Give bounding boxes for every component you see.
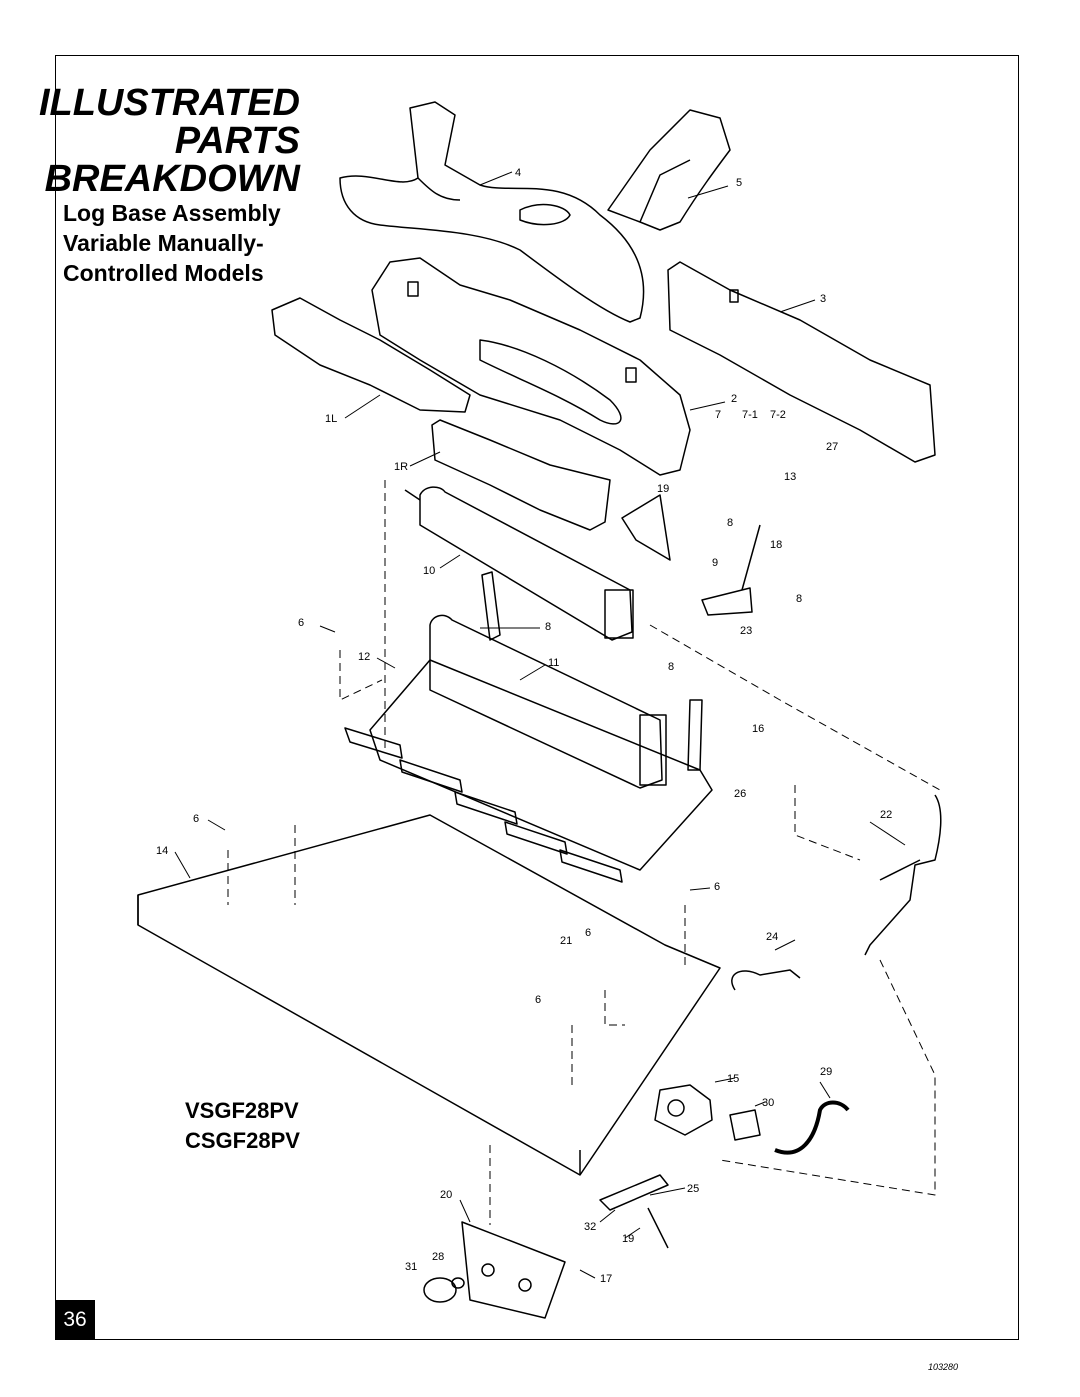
control-bracket-20 <box>461 1221 566 1319</box>
log-3 <box>667 261 936 463</box>
log-1l <box>271 297 471 413</box>
doc-number: 103280 <box>928 1362 959 1372</box>
model-line-1: VSGF28PV <box>185 1098 299 1123</box>
callout-labels: 4 5 3 2 7 7-1 7-2 27 13 1L 1R 19 8 18 9 … <box>156 167 892 1285</box>
log-4 <box>339 101 645 323</box>
gas-tubing-22 <box>864 794 942 956</box>
fitting-30 <box>729 1109 761 1141</box>
callout-11: 11 <box>548 657 559 669</box>
callout-15: 15 <box>727 1073 739 1085</box>
callout-8-b: 8 <box>545 621 551 633</box>
log-2 <box>371 257 691 476</box>
title-line-3: BREAKDOWN <box>44 158 300 200</box>
subtitle: Log Base Assembly Variable Manually- Con… <box>63 198 281 288</box>
callout-31: 31 <box>405 1261 417 1273</box>
callout-10: 10 <box>423 565 435 577</box>
page-number: 36 <box>55 1300 95 1340</box>
page-frame <box>55 55 1019 1340</box>
callout-leaders <box>174 171 906 1279</box>
callout-6-a: 6 <box>298 617 304 629</box>
callout-7: 7 <box>715 409 721 421</box>
callout-32: 32 <box>584 1221 596 1233</box>
flex-connector-29 <box>774 1100 850 1155</box>
callout-19-upper: 19 <box>657 483 669 495</box>
callout-7-1: 7-1 <box>742 409 758 421</box>
callout-16: 16 <box>752 723 764 735</box>
callout-26: 26 <box>734 788 746 800</box>
callout-4: 4 <box>515 167 521 179</box>
callout-22: 22 <box>880 809 892 821</box>
base-pan-14 <box>137 814 721 1176</box>
pilot-assembly-25 <box>599 1174 669 1249</box>
callout-27: 27 <box>826 441 838 453</box>
bracket-23 <box>701 524 761 616</box>
callout-8-c: 8 <box>668 661 674 673</box>
subtitle-line-1: Log Base Assembly <box>63 200 281 226</box>
callout-2: 2 <box>731 393 737 405</box>
bracket-9 <box>621 494 671 561</box>
callout-6-c: 6 <box>714 881 720 893</box>
subtitle-line-2: Variable Manually- <box>63 230 264 256</box>
callout-7-2: 7-2 <box>770 409 786 421</box>
burner-10 <box>404 486 634 641</box>
title-line-1: ILLUSTRATED <box>38 82 300 124</box>
callout-6-d: 6 <box>585 927 591 939</box>
callout-20: 20 <box>440 1189 452 1201</box>
callout-14: 14 <box>156 845 168 857</box>
title-line-2: PARTS <box>174 120 300 162</box>
callout-25: 25 <box>687 1183 699 1195</box>
callout-21: 21 <box>560 935 572 947</box>
model-line-2: CSGF28PV <box>185 1128 300 1153</box>
callout-6-e: 6 <box>535 994 541 1006</box>
callout-1l: 1L <box>325 413 337 425</box>
knob-31 <box>423 1277 465 1303</box>
assembly-guide-lines <box>227 480 941 1225</box>
callout-8-a: 8 <box>727 517 733 529</box>
callout-28: 28 <box>432 1251 444 1263</box>
callout-30: 30 <box>762 1097 774 1109</box>
callout-18: 18 <box>770 539 782 551</box>
callout-6-b: 6 <box>193 813 199 825</box>
callout-13: 13 <box>784 471 796 483</box>
callout-29: 29 <box>820 1066 832 1078</box>
page-title: ILLUSTRATED PARTS BREAKDOWN <box>39 84 300 198</box>
callout-9: 9 <box>712 557 718 569</box>
callout-19-lower: 19 <box>622 1233 634 1245</box>
callout-3: 3 <box>820 293 826 305</box>
callout-23: 23 <box>740 625 752 637</box>
callout-24: 24 <box>766 931 778 943</box>
burner-11 <box>429 614 667 789</box>
log-1r <box>431 419 611 531</box>
model-numbers: VSGF28PV CSGF28PV <box>185 1096 300 1156</box>
callout-8-d: 8 <box>796 593 802 605</box>
grate-12 <box>344 571 713 883</box>
gas-valve-15 <box>654 1084 713 1136</box>
log-5 <box>607 109 731 231</box>
callout-17: 17 <box>600 1273 612 1285</box>
subtitle-line-3: Controlled Models <box>63 260 264 286</box>
gas-tubing-24 <box>731 969 801 991</box>
callout-12: 12 <box>358 651 370 663</box>
callout-1r: 1R <box>394 461 408 473</box>
callout-5: 5 <box>736 177 742 189</box>
